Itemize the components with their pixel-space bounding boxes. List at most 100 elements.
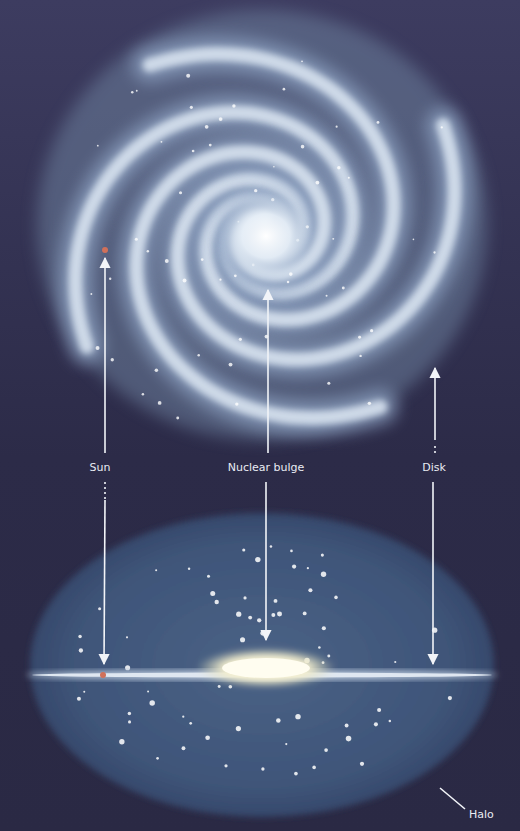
globular-cluster [126,636,128,638]
star [301,60,303,62]
part-label: Sun [90,461,111,475]
globular-cluster [79,648,83,652]
star [97,145,99,147]
globular-cluster [257,618,261,622]
star [315,181,319,185]
star [209,144,212,147]
star [201,258,204,261]
globular-cluster [295,714,300,719]
star [135,238,138,241]
star [441,126,443,128]
star [183,278,187,282]
star [332,238,334,240]
globular-cluster [242,548,245,551]
star [368,402,371,405]
globular-cluster [321,554,324,557]
star [327,382,330,385]
globular-cluster [125,665,130,670]
star [205,125,209,129]
star [413,239,415,241]
sun-marker [100,672,106,678]
globular-cluster [128,712,131,715]
globular-cluster [147,691,149,693]
globular-cluster [228,685,232,689]
globular-cluster [274,599,278,603]
star [190,106,193,109]
part-label: Disk [422,461,446,475]
globular-cluster [270,545,273,548]
globular-cluster [261,767,264,770]
globular-cluster [307,567,309,569]
globular-cluster [448,696,452,700]
star [232,104,235,107]
globular-cluster [308,588,312,592]
globular-cluster [78,635,82,639]
globular-cluster [374,722,378,726]
globular-cluster [182,716,184,718]
globular-cluster [276,718,281,723]
globular-cluster [128,720,131,723]
leader-lines [104,258,465,809]
globular-cluster [260,631,265,636]
globular-cluster [389,720,391,722]
star [433,251,435,253]
edge-on-galaxy [26,513,498,817]
globular-cluster [285,743,287,745]
globular-cluster [312,766,316,770]
star [136,90,138,92]
star [165,259,169,263]
globular-cluster [277,611,282,616]
spiral-arm [136,152,380,418]
globular-cluster [290,550,293,553]
star [186,74,190,78]
part-label: Halo [469,808,494,822]
star [96,346,100,350]
globular-cluster [318,646,321,649]
star [192,150,195,153]
star [301,145,305,149]
globular-cluster [119,739,124,744]
star [359,355,361,357]
star [197,354,200,357]
globular-cluster [271,613,275,617]
globular-cluster [182,746,186,750]
star [234,274,237,277]
part-label: Nuclear bulge [228,461,305,475]
star [370,329,373,332]
globular-cluster [224,764,227,767]
star [273,166,275,168]
globular-cluster [394,661,396,663]
star [219,117,223,121]
globular-cluster [83,691,85,693]
star [287,281,290,284]
globular-cluster [360,762,364,766]
star [160,141,162,143]
globular-cluster [189,722,192,725]
star [109,278,111,280]
star [326,295,328,297]
star [229,363,233,367]
star [90,293,92,295]
star [179,191,182,194]
globular-cluster [236,726,241,731]
spiral-arm [136,152,380,418]
star [342,286,345,289]
star [155,369,159,373]
star [219,279,221,281]
globular-cluster [243,596,246,599]
globular-cluster [322,626,326,630]
globular-cluster [98,607,101,610]
globular-cluster [248,616,252,620]
globular-cluster [236,612,241,617]
globular-cluster [240,637,245,642]
star [377,121,380,124]
star [176,417,179,420]
star [235,402,238,405]
globular-cluster [210,591,215,596]
globular-cluster [303,611,307,615]
globular-cluster [294,772,298,776]
star [358,336,361,339]
star [111,358,114,361]
star [254,189,257,192]
star [283,88,286,91]
